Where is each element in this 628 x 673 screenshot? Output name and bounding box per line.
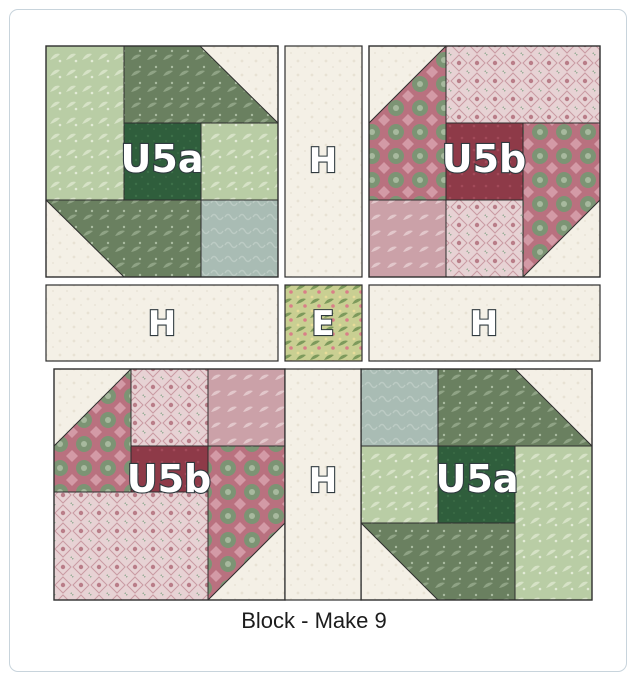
label-sash-top: H (309, 141, 337, 181)
label-sash-left: H (148, 304, 176, 344)
diagram-caption: Block - Make 9 (0, 608, 628, 634)
label-top-right: U5b (442, 137, 527, 181)
label-bottom-right: U5a (436, 457, 519, 501)
label-top-left: U5a (121, 137, 204, 181)
label-sash-right: H (470, 304, 498, 344)
label-bottom-left: U5b (127, 457, 212, 501)
label-center: E (311, 304, 334, 344)
label-sash-bottom: H (309, 461, 337, 501)
